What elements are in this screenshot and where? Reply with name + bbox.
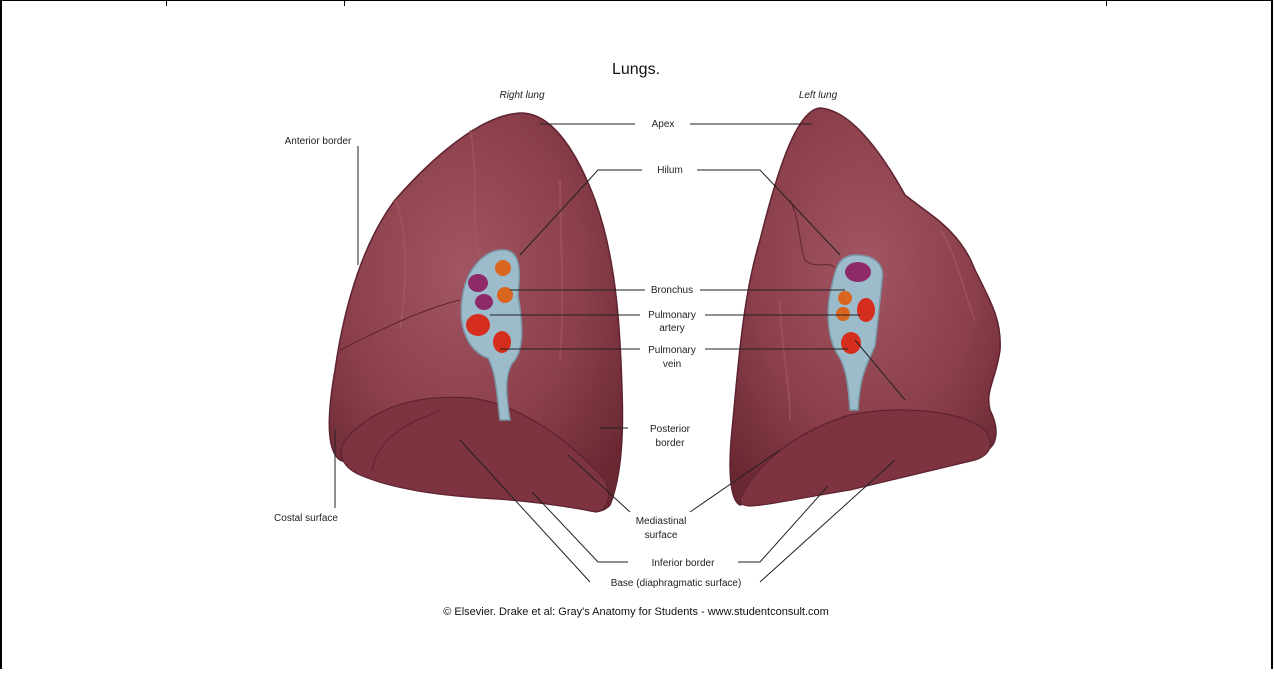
label-bronchus: Bronchus [651, 285, 693, 296]
label-pulmonary-artery-1: Pulmonary [648, 310, 696, 321]
artery-icon [468, 274, 488, 292]
left-lung [730, 108, 1000, 506]
label-pulmonary-vein-1: Pulmonary [648, 345, 696, 356]
label-posterior-border-2: border [656, 438, 686, 449]
label-inferior-border: Inferior border [652, 558, 715, 569]
label-hilum: Hilum [657, 165, 683, 176]
left-lung-caption: Left lung [799, 90, 838, 101]
right-lung [329, 113, 622, 512]
label-posterior-border-1: Posterior [650, 424, 691, 435]
label-anterior-border: Anterior border [285, 136, 352, 147]
label-mediastinal-surface-2: surface [645, 530, 678, 541]
label-pulmonary-vein-2: vein [663, 359, 681, 370]
label-costal-surface: Costal surface [274, 513, 338, 524]
label-apex: Apex [652, 119, 675, 130]
label-mediastinal-surface-1: Mediastinal [636, 516, 687, 527]
label-pulmonary-artery-2: artery [659, 323, 685, 334]
label-base: Base (diaphragmatic surface) [611, 578, 742, 589]
figure-title: Lungs. [612, 61, 660, 78]
right-lung-caption: Right lung [499, 90, 544, 101]
figure-credit: © Elsevier. Drake et al: Gray's Anatomy … [443, 606, 829, 618]
bronchus-icon [495, 260, 511, 276]
vein-icon [466, 314, 490, 336]
